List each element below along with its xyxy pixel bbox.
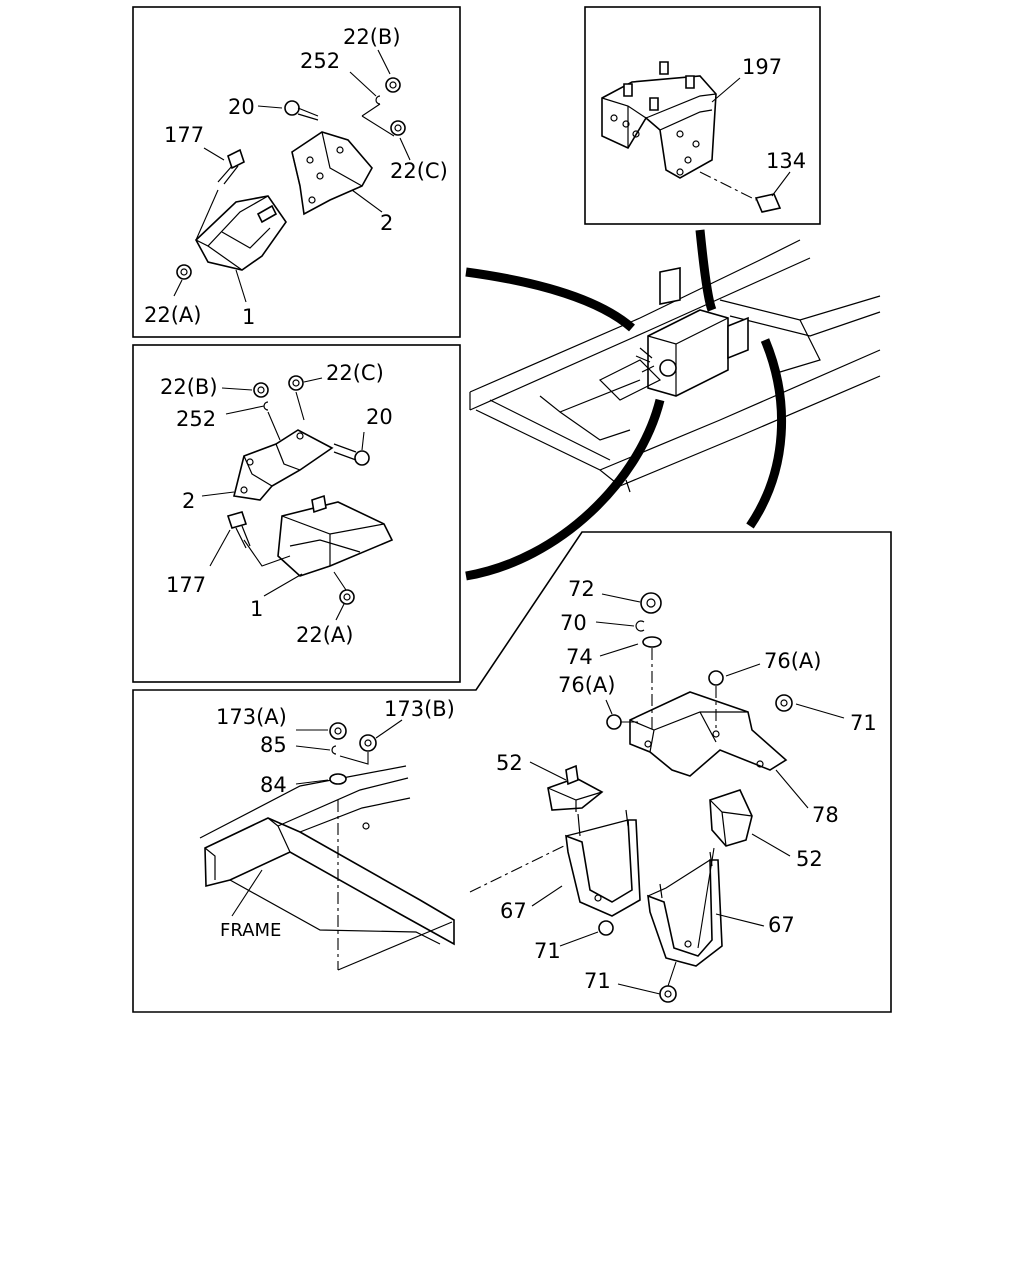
- callout-arc-top-right: [695, 229, 717, 312]
- mid-left-labels: 22(B) 22(C) 252 20 2 177 1 22(A): [160, 361, 393, 647]
- callout-label: 76(A): [558, 673, 615, 697]
- callout-label: 84: [260, 773, 287, 797]
- callout-label: 85: [260, 733, 287, 757]
- frame-label: FRAME: [220, 920, 281, 941]
- bottom-parts: [199, 592, 845, 1003]
- callout-label: 20: [228, 95, 255, 119]
- chassis-overview: [469, 239, 881, 493]
- callout-label: 22(A): [144, 303, 201, 327]
- callout-label: 173(A): [216, 705, 287, 729]
- top-right-parts: [601, 61, 791, 213]
- callout-label: 67: [500, 899, 527, 923]
- callout-label: 22(C): [326, 361, 384, 385]
- callout-label: 22(A): [296, 623, 353, 647]
- callout-label: 197: [742, 55, 782, 79]
- callout-label: 67: [768, 913, 795, 937]
- top-left-parts: [173, 49, 411, 303]
- callout-arc-right: [746, 338, 786, 529]
- callout-label: 71: [584, 969, 611, 993]
- top-right-labels: 197 134: [742, 55, 806, 173]
- callout-label: 177: [166, 573, 206, 597]
- callout-label: 20: [366, 405, 393, 429]
- callout-label: 74: [566, 645, 593, 669]
- callout-arc-mid-left: [465, 398, 665, 581]
- callout-label: 72: [568, 577, 595, 601]
- top-left-labels: 22(B) 252 20 177 22(C) 2 22(A) 1: [144, 25, 448, 329]
- callout-label: 252: [176, 407, 216, 431]
- callout-label: 52: [796, 847, 823, 871]
- callout-label: 2: [182, 489, 195, 513]
- callout-label: 134: [766, 149, 806, 173]
- bottom-labels: 72 70 74 76(A) 76(A) 71 173(A) 173(B) 85…: [216, 577, 877, 993]
- callout-label: 22(B): [343, 25, 401, 49]
- callout-label: 173(B): [384, 697, 455, 721]
- callout-label: 22(C): [390, 159, 448, 183]
- panel-bottom: [132, 531, 892, 1013]
- callout-label: 70: [560, 611, 587, 635]
- callout-label: 2: [380, 211, 393, 235]
- callout-label: 1: [250, 597, 263, 621]
- callout-arc-top-left: [465, 267, 635, 332]
- mid-left-parts: [201, 375, 394, 621]
- callout-label: 71: [534, 939, 561, 963]
- callout-label: 71: [850, 711, 877, 735]
- callout-label: 252: [300, 49, 340, 73]
- callout-label: 177: [164, 123, 204, 147]
- callout-label: 22(B): [160, 375, 218, 399]
- callout-label: 1: [242, 305, 255, 329]
- callout-label: 52: [496, 751, 523, 775]
- callout-label: 76(A): [764, 649, 821, 673]
- callout-label: 78: [812, 803, 839, 827]
